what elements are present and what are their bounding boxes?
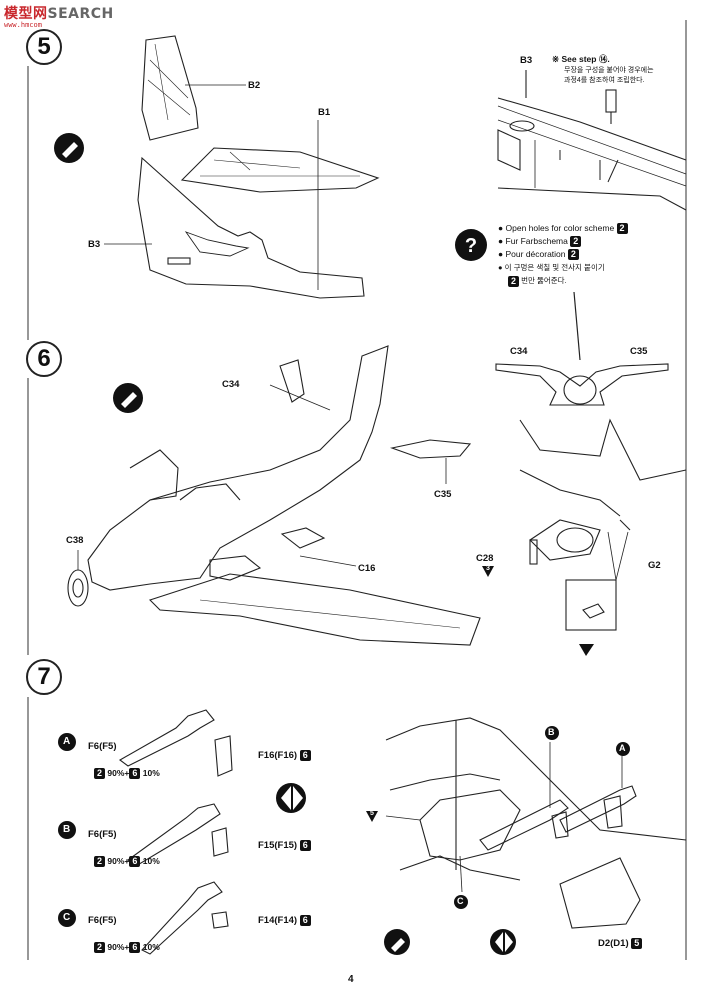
- variant-a-gun-label: F6(F5): [88, 741, 117, 752]
- letter-marker-c-detail: [454, 895, 468, 909]
- step-7-number: 7: [37, 663, 51, 690]
- part-label-g2: G2: [648, 560, 661, 571]
- gun-variant-b: [127, 803, 229, 867]
- letter-marker-a-detail: [616, 742, 630, 756]
- part-label-b1: B1: [318, 107, 331, 118]
- detail-letter-c: C: [457, 896, 464, 906]
- part-label-c16: C16: [358, 563, 376, 574]
- alternate-sides-icon-left: [276, 783, 306, 813]
- variant-b-letter: B: [63, 824, 71, 835]
- page-number: 4: [348, 974, 354, 985]
- paint-brush-icon-7: [384, 929, 410, 955]
- variant-c-gun-label: F6(F5): [88, 915, 117, 926]
- part-label-d2: D2(D1) 5: [598, 938, 643, 949]
- c28-paint-badge: 3: [486, 565, 490, 572]
- paint-brush-icon-6: [113, 383, 143, 413]
- step-7-circle: [26, 659, 62, 695]
- variant-c-part-label: F14(F14) 6: [258, 915, 311, 926]
- note-french: ● Pour décoration 2: [498, 248, 628, 261]
- variant-c-letter: C: [63, 912, 71, 923]
- variant-a-part-label: F16(F16) 6: [258, 750, 311, 761]
- watermark-url: www.hmcom: [4, 21, 42, 29]
- note-english: ● Open holes for color scheme 2: [498, 222, 628, 235]
- variant-b-paint-mix: 2 90%+6 10%: [94, 856, 160, 868]
- see-step-korean-1: 무장을 구성을 붙어야 경우에는: [564, 67, 654, 74]
- gun-variant-a: [119, 709, 233, 777]
- detail-paint-badge: 5: [370, 810, 374, 817]
- note-korean-1: ● 이 구멍은 색칠 및 전사지 붙이기: [498, 263, 605, 272]
- step-6-number: 6: [37, 345, 51, 372]
- detail-letter-b: B: [548, 727, 555, 737]
- step-5-number: 5: [37, 33, 51, 60]
- variant-b-part-label: F15(F15) 6: [258, 840, 311, 851]
- c28-paint-triangle: [482, 566, 494, 577]
- part-label-b3-detail: B3: [520, 55, 533, 66]
- arrow-down-icon: [579, 644, 594, 656]
- part-label-c35-tail: C35: [630, 346, 648, 357]
- step-5-circle: [26, 29, 62, 65]
- variant-marker-a: [58, 733, 76, 751]
- note-korean-2: 2 번만 뚫어준다.: [498, 274, 628, 287]
- variant-marker-c: [58, 909, 76, 927]
- part-label-b2: B2: [248, 80, 261, 91]
- variant-a-letter: A: [63, 736, 71, 747]
- see-step-korean-2: 과정4를 참조하여 조립한다.: [564, 77, 645, 84]
- question-icon: ?: [455, 229, 487, 261]
- part-label-c34-tail: C34: [510, 346, 528, 357]
- alternate-sides-icon-right: [490, 929, 516, 955]
- paint-brush-icon-5: [54, 133, 84, 163]
- gun-variant-c: [141, 881, 229, 955]
- variant-c-paint-mix: 2 90%+6 10%: [94, 942, 160, 954]
- see-step-note: ※ See step ⑭.: [552, 54, 610, 64]
- svg-text:?: ?: [465, 235, 477, 257]
- note-german: ● Fur Farbschema 2: [498, 235, 628, 248]
- detail-letter-a: A: [619, 743, 626, 753]
- part-label-b3: B3: [88, 239, 101, 250]
- step-6-circle: [26, 341, 62, 377]
- part-label-c34: C34: [222, 379, 240, 390]
- variant-a-paint-mix: 2 90%+6 10%: [94, 768, 160, 780]
- letter-marker-b-detail: [545, 726, 559, 740]
- variant-b-gun-label: F6(F5): [88, 829, 117, 840]
- color-scheme-notes: ● Open holes for color scheme 2 ● Fur Fa…: [498, 222, 628, 287]
- detail-paint-triangle: [366, 811, 378, 822]
- variant-marker-b: [58, 821, 76, 839]
- watermark-logo: 模型网SEARCH: [4, 6, 114, 22]
- part-label-c35: C35: [434, 489, 452, 500]
- part-label-c28: C28: [476, 553, 494, 564]
- part-label-c38: C38: [66, 535, 84, 546]
